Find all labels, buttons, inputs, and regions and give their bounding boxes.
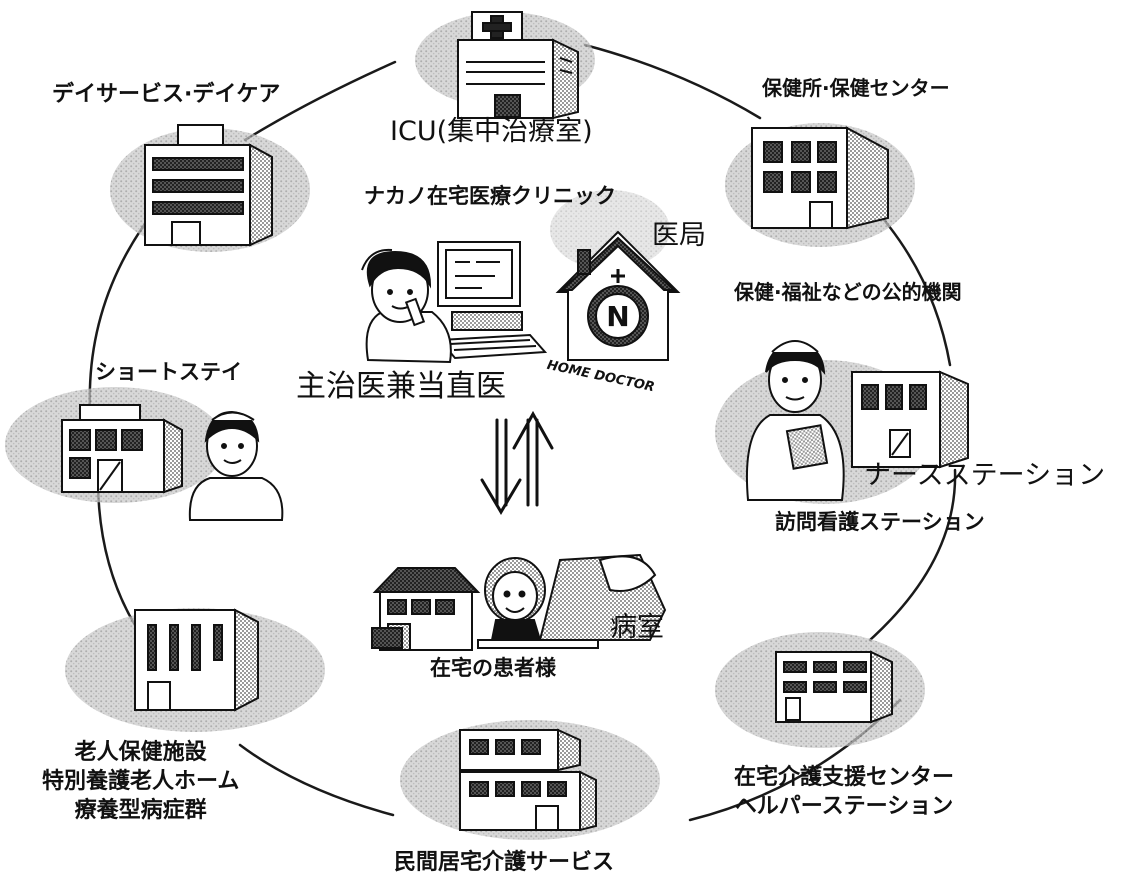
public-agencies-label: 保健·福祉などの公的機関 — [734, 280, 962, 304]
clinic-name-label: ナカノ在宅医療クリニック — [364, 184, 616, 208]
care-support-center-line-1: 在宅介護支援センター — [734, 765, 955, 790]
home-doctor-logo-letter: N — [606, 300, 629, 333]
elderly-facilities-line-1: 老人保健施設 — [74, 740, 207, 765]
caregiver-icon — [188, 410, 284, 521]
short-stay-building-icon — [61, 404, 183, 494]
patient-home-icon — [371, 553, 667, 651]
receptionist-icon — [361, 241, 548, 364]
elderly-facilities-label: 老人保健施設 特別養護老人ホーム 療養型病症群 — [42, 738, 239, 825]
office-label: 医局 — [652, 220, 706, 251]
office-building-icon — [751, 126, 889, 230]
nurse-station-label: ナースステーション — [864, 460, 1106, 491]
care-support-center-line-2: ヘルパーステーション — [734, 794, 954, 820]
private-home-care-label: 民間居宅介護サービス — [394, 850, 615, 875]
elderly-facilities-line-3: 療養型病症群 — [74, 798, 207, 824]
health-center-label: 保健所·保健センター — [762, 76, 950, 100]
elderly-facilities-line-2: 特別養護老人ホーム — [42, 769, 240, 795]
double-arrow-icon — [480, 410, 554, 515]
patient-label: 在宅の患者様 — [430, 656, 556, 680]
doctor-role-label: 主治医兼当直医 — [296, 369, 506, 404]
visiting-nursing-label: 訪問看護ステーション — [775, 510, 985, 534]
care-building-icon — [775, 650, 893, 724]
elderly-facility-building-icon — [134, 608, 259, 712]
facility-building-icon — [459, 728, 597, 832]
day-care-building-icon — [144, 124, 273, 247]
sickroom-label: 病室 — [610, 612, 664, 643]
day-service-label: デイサービス·デイケア — [52, 82, 281, 107]
home-doctor-logo-text: HOME DOCTOR — [546, 358, 656, 395]
icu-label: ICU(集中治療室) — [390, 116, 593, 147]
nurse-station-building-icon — [851, 370, 969, 469]
short-stay-label: ショートステイ — [95, 360, 242, 384]
nurse-icon — [745, 340, 845, 501]
care-support-center-label: 在宅介護支援センター ヘルパーステーション — [734, 763, 954, 821]
hospital-icon — [457, 11, 579, 120]
